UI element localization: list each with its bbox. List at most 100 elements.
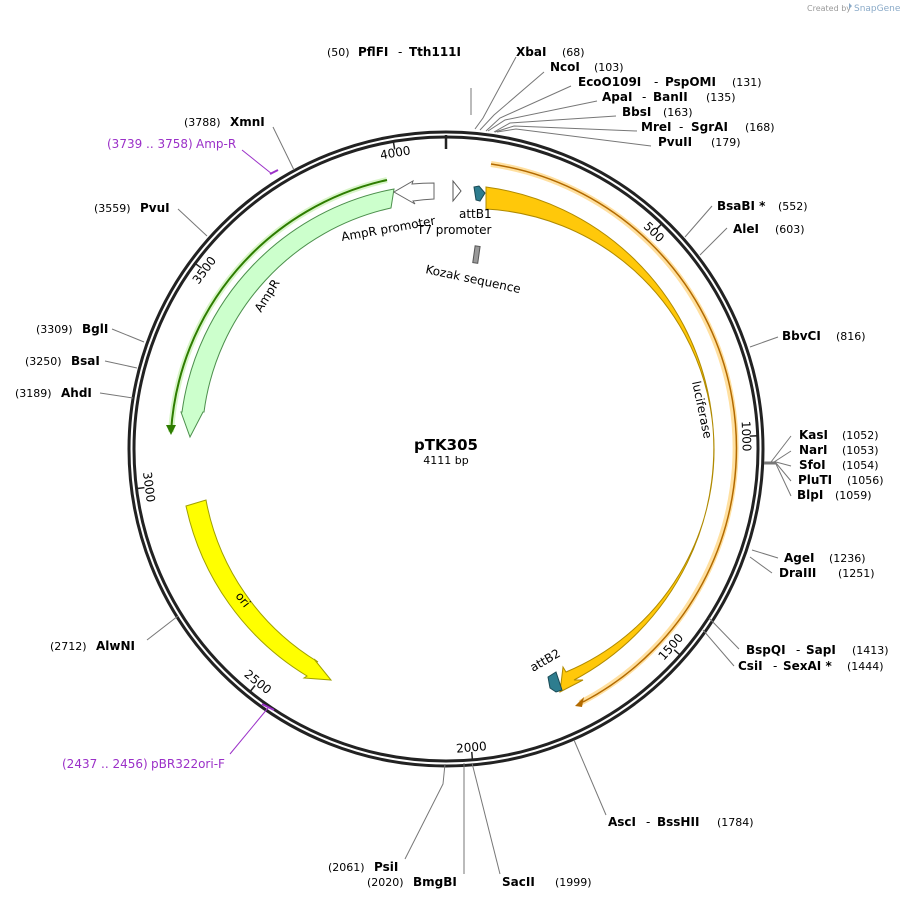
- enzyme-position: (103): [594, 61, 624, 74]
- plasmid-name: pTK305: [414, 436, 478, 454]
- enzyme-name: NcoI: [550, 60, 580, 74]
- tick-label: 2500: [242, 667, 275, 697]
- enzyme-position: (3559): [94, 202, 131, 215]
- plasmid-length: 4111 bp: [423, 454, 468, 467]
- primer-range: (2437 .. 2456): [62, 757, 148, 771]
- enzyme-name: PvuII: [658, 135, 692, 149]
- enzyme-name: SfoI: [799, 458, 826, 472]
- tick-mark: [136, 486, 145, 490]
- enzyme-name: NarI: [799, 443, 828, 457]
- enzyme-name: BmgBI: [413, 875, 457, 889]
- enzyme-position: (179): [711, 136, 741, 149]
- enzyme-name-alt: SgrAI: [691, 120, 728, 134]
- enzyme-position: (3250): [25, 355, 62, 368]
- enzyme-separator: -: [642, 90, 646, 104]
- enzyme-position: (1054): [842, 459, 879, 472]
- enzyme-position: (168): [745, 121, 775, 134]
- attb2-label: attB2: [528, 646, 563, 674]
- enzyme-position: (1413): [852, 644, 889, 657]
- enzyme-name-alt: BssHII: [657, 815, 699, 829]
- enzyme-position: (131): [732, 76, 762, 89]
- attb2-feature: [547, 671, 563, 693]
- enzyme-name-alt: BanII: [653, 90, 688, 104]
- backbone-outer-ring: [127, 130, 765, 768]
- enzyme-position: (1444): [847, 660, 884, 673]
- enzyme-name: SacII: [502, 875, 535, 889]
- enzyme-separator: -: [796, 643, 800, 657]
- ori-feature: [185, 499, 333, 681]
- enzyme-name: BlpI: [797, 488, 823, 502]
- primer-name: pBR322ori-F: [151, 757, 225, 771]
- credit-prefix: Created by: [807, 4, 851, 13]
- enzyme-position: (50): [327, 46, 350, 59]
- primer-name: Amp-R: [196, 137, 236, 151]
- tick-label: 1500: [655, 631, 686, 663]
- enzyme-name: ApaI: [602, 90, 632, 104]
- enzyme-position: (3309): [36, 323, 73, 336]
- enzyme-name: AhdI: [61, 386, 92, 400]
- enzyme-name: PluTI: [798, 473, 832, 487]
- enzyme-name: PvuI: [140, 201, 170, 215]
- ampr-promoter-feature: [392, 179, 435, 205]
- ampr-orf-line: [170, 179, 388, 433]
- enzyme-name-alt: SapI: [806, 643, 836, 657]
- tick-mark: [655, 223, 663, 231]
- enzyme-position: (603): [775, 223, 805, 236]
- enzyme-position: (2020): [367, 876, 404, 889]
- enzyme-name: DraIII: [779, 566, 816, 580]
- enzyme-name-alt: SexAI *: [783, 659, 832, 673]
- enzyme-position: (135): [706, 91, 736, 104]
- enzyme-position: (1056): [847, 474, 884, 487]
- enzyme-labels: (50) PflFI - Tth111I XbaI (68) NcoI (103…: [15, 45, 889, 889]
- tick-mark: [673, 649, 681, 656]
- enzyme-name: EcoO109I: [578, 75, 641, 89]
- enzyme-name: PsiI: [374, 860, 398, 874]
- enzyme-position: (1059): [835, 489, 872, 502]
- ampr-feature: [180, 188, 395, 439]
- enzyme-name: BsaI: [71, 354, 100, 368]
- enzyme-name: BspQI: [746, 643, 786, 657]
- enzyme-position: (816): [836, 330, 866, 343]
- enzyme-position: (2061): [328, 861, 365, 874]
- enzyme-position: (68): [562, 46, 585, 59]
- primer-pbr322ori-f: [229, 703, 275, 755]
- enzyme-position: (1053): [842, 444, 879, 457]
- credit-brand: SnapGene: [854, 4, 901, 14]
- enzyme-leader-lines: [99, 56, 792, 875]
- enzyme-position: (1999): [555, 876, 592, 889]
- enzyme-name: BglI: [82, 322, 108, 336]
- enzyme-name: KasI: [799, 428, 828, 442]
- tick-mark: [392, 141, 396, 150]
- enzyme-name: AscI: [608, 815, 636, 829]
- enzyme-name: XmnI: [230, 115, 265, 129]
- enzyme-name: BbvCI: [782, 329, 821, 343]
- enzyme-separator: -: [773, 659, 777, 673]
- enzyme-position: (552): [778, 200, 808, 213]
- enzyme-position: (3788): [184, 116, 221, 129]
- tick-marks: [136, 141, 758, 760]
- t7-promoter-feature: [452, 179, 462, 203]
- primer-amp-r: [241, 149, 279, 175]
- enzyme-position: (1052): [842, 429, 879, 442]
- attb1-label: attB1: [459, 207, 492, 221]
- tick-mark: [249, 685, 256, 693]
- enzyme-name-alt: Tth111I: [409, 45, 461, 59]
- enzyme-name: MreI: [641, 120, 671, 134]
- enzyme-separator: -: [679, 120, 683, 134]
- enzyme-name: CsiI: [738, 659, 763, 673]
- enzyme-separator: -: [654, 75, 658, 89]
- enzyme-position: (1251): [838, 567, 875, 580]
- tick-mark: [471, 751, 474, 760]
- enzyme-position: (1784): [717, 816, 754, 829]
- snapgene-logo-icon: [849, 3, 852, 9]
- ampr-orf-arrowhead: [166, 425, 176, 435]
- enzyme-position: (163): [663, 106, 693, 119]
- enzyme-name: PflFI: [358, 45, 388, 59]
- enzyme-name: XbaI: [516, 45, 546, 59]
- t7-promoter-label: T7 promoter: [416, 223, 492, 237]
- enzyme-name: AleI: [733, 222, 759, 236]
- luciferase-orf-arrowhead: [575, 697, 584, 707]
- enzyme-name: AgeI: [784, 551, 814, 565]
- tick-label: 2000: [456, 739, 488, 756]
